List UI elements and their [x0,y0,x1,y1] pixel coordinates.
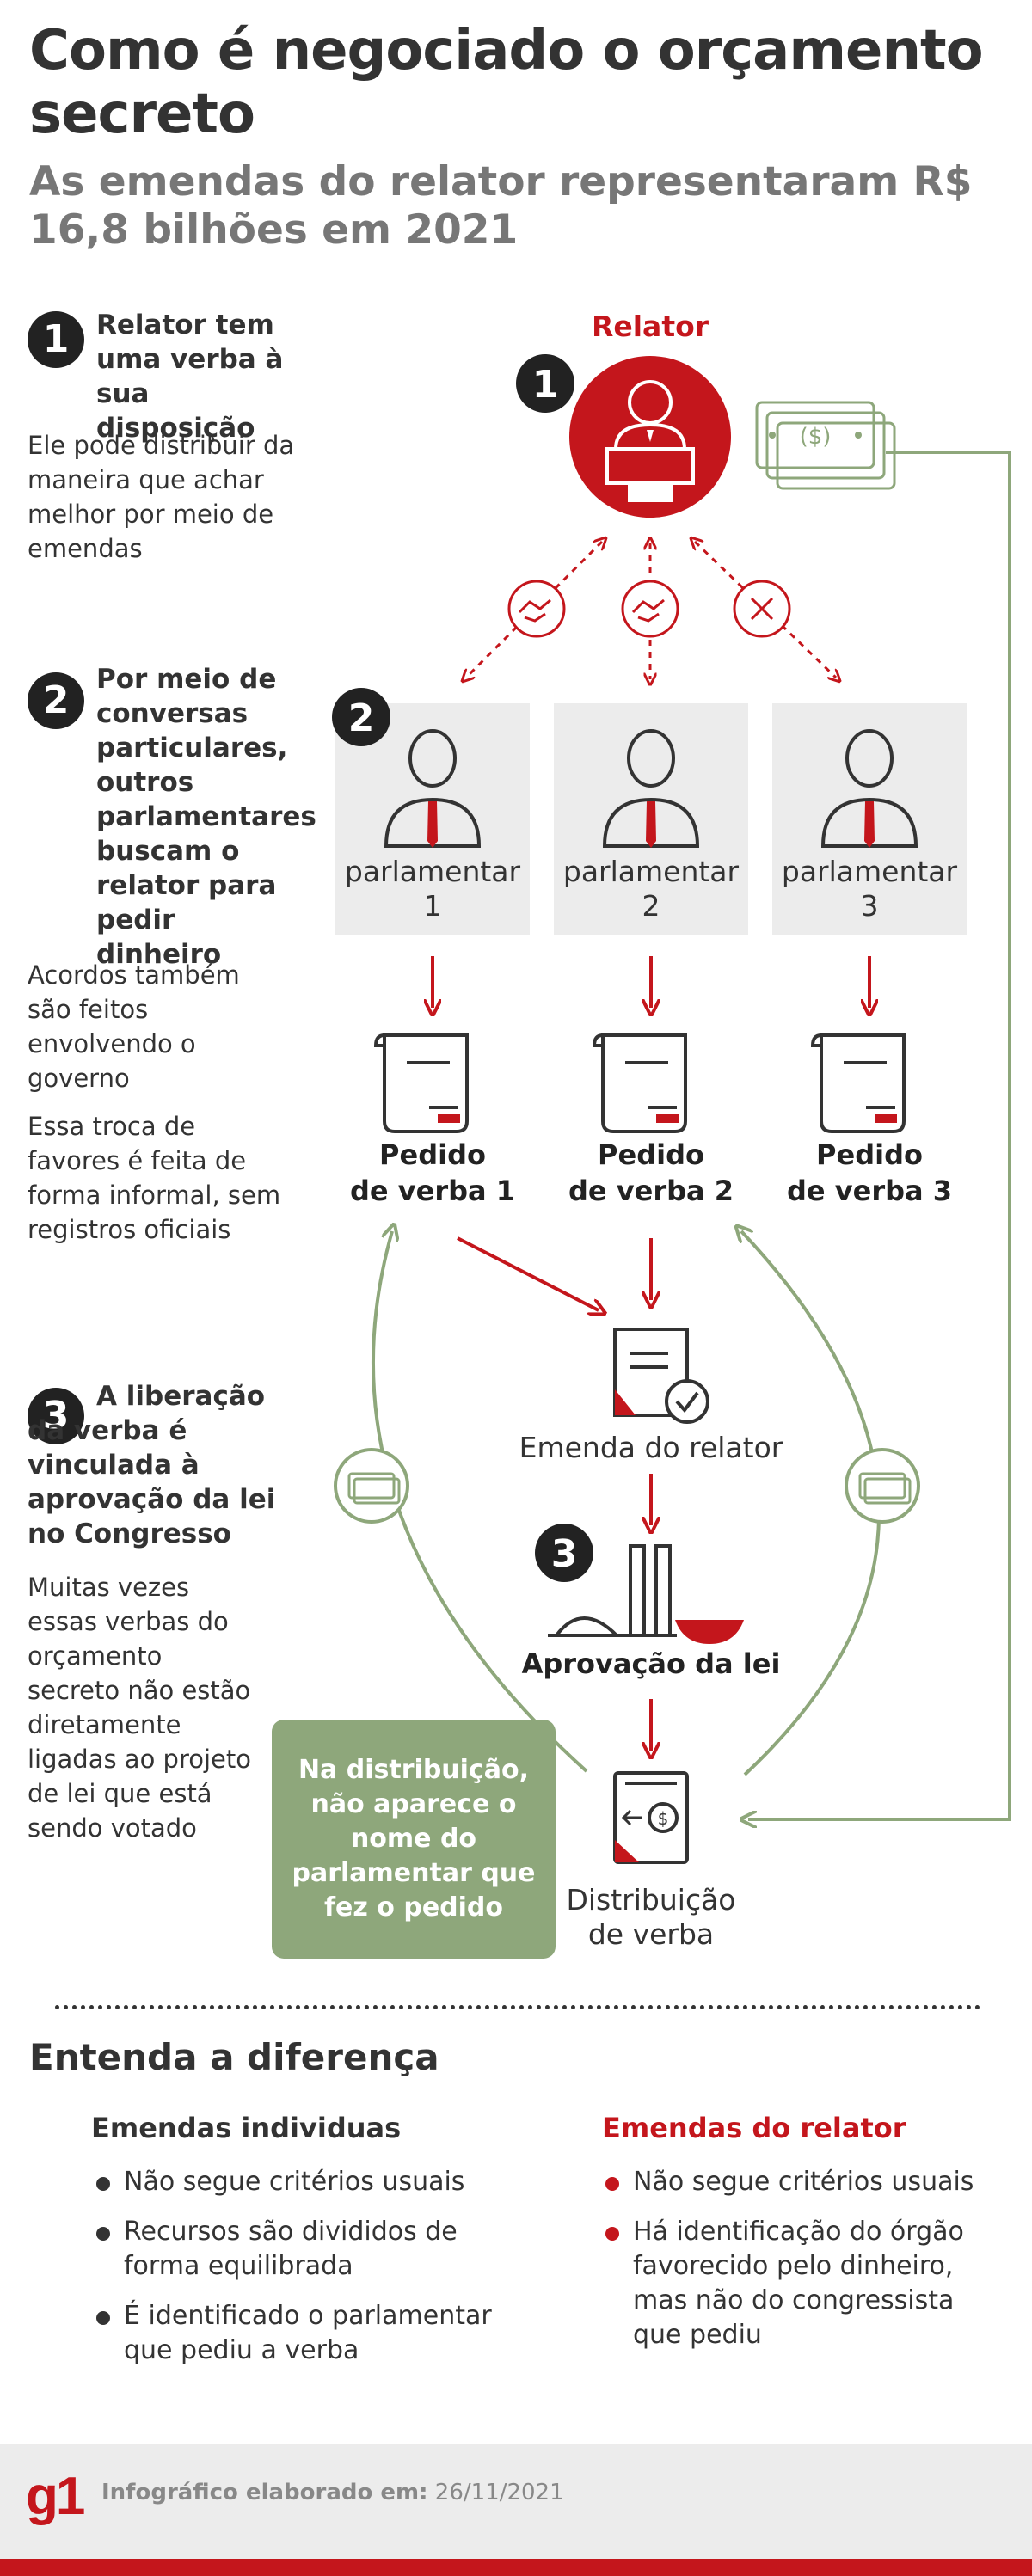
money-symbol: ($) [800,424,832,450]
parlamentar-2-number: 2 [642,889,660,923]
step-2-heading-text: Por meio de conversas particulares, outr… [96,664,316,970]
person-icon [384,729,482,848]
footer-bar [0,2559,1032,2576]
handshake-icon [621,580,679,638]
list-item: Não segue critérios usuais [93,2165,497,2199]
aprovacao-label: Aprovação da lei [521,1647,781,1680]
pedido-3-label: Pedido de verba 3 [772,1137,967,1209]
person-icon [820,729,918,848]
step-3-paragraph: Muitas vezes essas verbas do orçamento s… [28,1573,251,1843]
x-icon [733,580,791,638]
emenda-label: Emenda do relator [519,1431,783,1464]
step-1-paragraph: Ele pode distribuir da maneira que achar… [28,431,295,563]
handshake-icon [507,580,566,638]
list-item: É identificado o parlamentar que pediu a… [93,2299,497,2368]
parlamentar-2-name: parlamentar [562,855,740,888]
step-3-text: Muitas vezes essas verbas do orçamento s… [28,1570,260,1859]
diagram-graphics: ($) [332,354,1011,1864]
arrow-pedido1-emenda [457,1236,599,1310]
money-icon [334,1448,409,1524]
g1-logo: g1 [26,2467,85,2526]
step-3-number: 3 [28,1388,84,1444]
money-icon: ($) [755,401,896,490]
column-individuais-title: Emendas individuas [91,2112,402,2144]
footer [0,2444,1032,2559]
column-relator-title: Emendas do relator [602,2112,906,2144]
step-2-text: Acordos também são feitos envolvendo o g… [28,958,286,1260]
step-1-heading: Relator tem uma verba à sua disposição [96,310,284,444]
approval-icon [613,1328,710,1424]
parlamentar-1-name: parlamentar [344,855,521,888]
section-divider [55,2005,980,2009]
credit-label: Infográfico elaborado em: [101,2480,428,2505]
money-icon [845,1448,920,1524]
parlamentar-3-number: 3 [860,889,879,923]
scale-icon [548,1544,744,1644]
person-icon [602,729,700,848]
green-flow-line [748,451,1011,1819]
step-2-heading: Por meio de conversas particulares, outr… [96,662,316,972]
diagram-step-3-number: 3 [551,1532,578,1576]
pedido-1-label: Pedido de verba 1 [335,1137,530,1209]
pedido-2-line2: de verba 2 [568,1175,734,1207]
step-1-text: Ele pode distribuir da maneira que achar… [28,428,303,580]
step-1-number: 1 [28,311,84,368]
pedido-2-label: Pedido de verba 2 [554,1137,748,1209]
dashed-arrow-1 [466,542,602,678]
step-2-paragraph-2: Essa troca de favores é feita de forma i… [28,1112,281,1244]
pedido-1-line1: Pedido [379,1138,486,1171]
pedido-1-line2: de verba 1 [350,1175,515,1207]
distribuicao-line2: de verba [587,1917,715,1951]
distribuicao-label: Distribuição de verba [531,1883,771,1952]
step-3-heading: A liberação da verba é vinculada à aprov… [28,1381,276,1549]
relator-icon [569,356,731,518]
parlamentar-3-name: parlamentar [781,855,958,888]
diagram-step-1-number: 1 [532,363,559,407]
parlamentar-1-number: 1 [423,889,442,923]
green-arc-left [372,1231,588,1773]
diagram-step-2-circle [332,688,390,746]
list-item: Recursos são divididos de forma equilibr… [93,2215,497,2284]
distribution-note-text: Na distribuição, não aparece o nome do p… [292,1755,536,1923]
diagram-step-3-circle [535,1524,593,1582]
footer-credit: Infográfico elaborado em: 26/11/2021 [101,2480,564,2505]
list-item: Não segue critérios usuais [602,2165,980,2199]
parlamentar-2-label: parlamentar 2 [554,855,748,923]
document-icon [592,1033,687,1133]
distribution-icon: $ [613,1771,689,1864]
column-individuais-list: Não segue critérios usuais Recursos são … [93,2165,497,2383]
diagram-step-1-circle [516,354,574,413]
parlamentar-3-label: parlamentar 3 [772,855,967,923]
page-subtitle: As emendas do relator representaram R$ 1… [29,158,973,254]
distribution-note: Na distribuição, não aparece o nome do p… [272,1720,556,1959]
svg-text:$: $ [658,1808,669,1829]
list-item: Há identificação do órgão favorecido pel… [602,2215,980,2352]
diagram-step-2-number: 2 [348,696,375,740]
document-icon [810,1033,906,1133]
page-title: Como é negociado o orçamento secreto [29,19,984,146]
column-relator-list: Não segue critérios usuais Há identifica… [602,2165,980,2368]
document-icon [373,1033,469,1133]
distribuicao-line1: Distribuição [566,1883,736,1917]
comparison-title: Entenda a diferença [29,2036,439,2078]
parlamentar-1-label: parlamentar 1 [335,855,530,923]
relator-label: Relator [591,310,710,343]
credit-date: 26/11/2021 [434,2480,564,2505]
step-2-paragraph-1: Acordos também são feitos envolvendo o g… [28,960,240,1093]
pedido-2-line1: Pedido [598,1138,704,1171]
pedido-3-line2: de verba 3 [787,1175,952,1207]
pedido-3-line1: Pedido [816,1138,923,1171]
step-2-number: 2 [28,672,84,729]
